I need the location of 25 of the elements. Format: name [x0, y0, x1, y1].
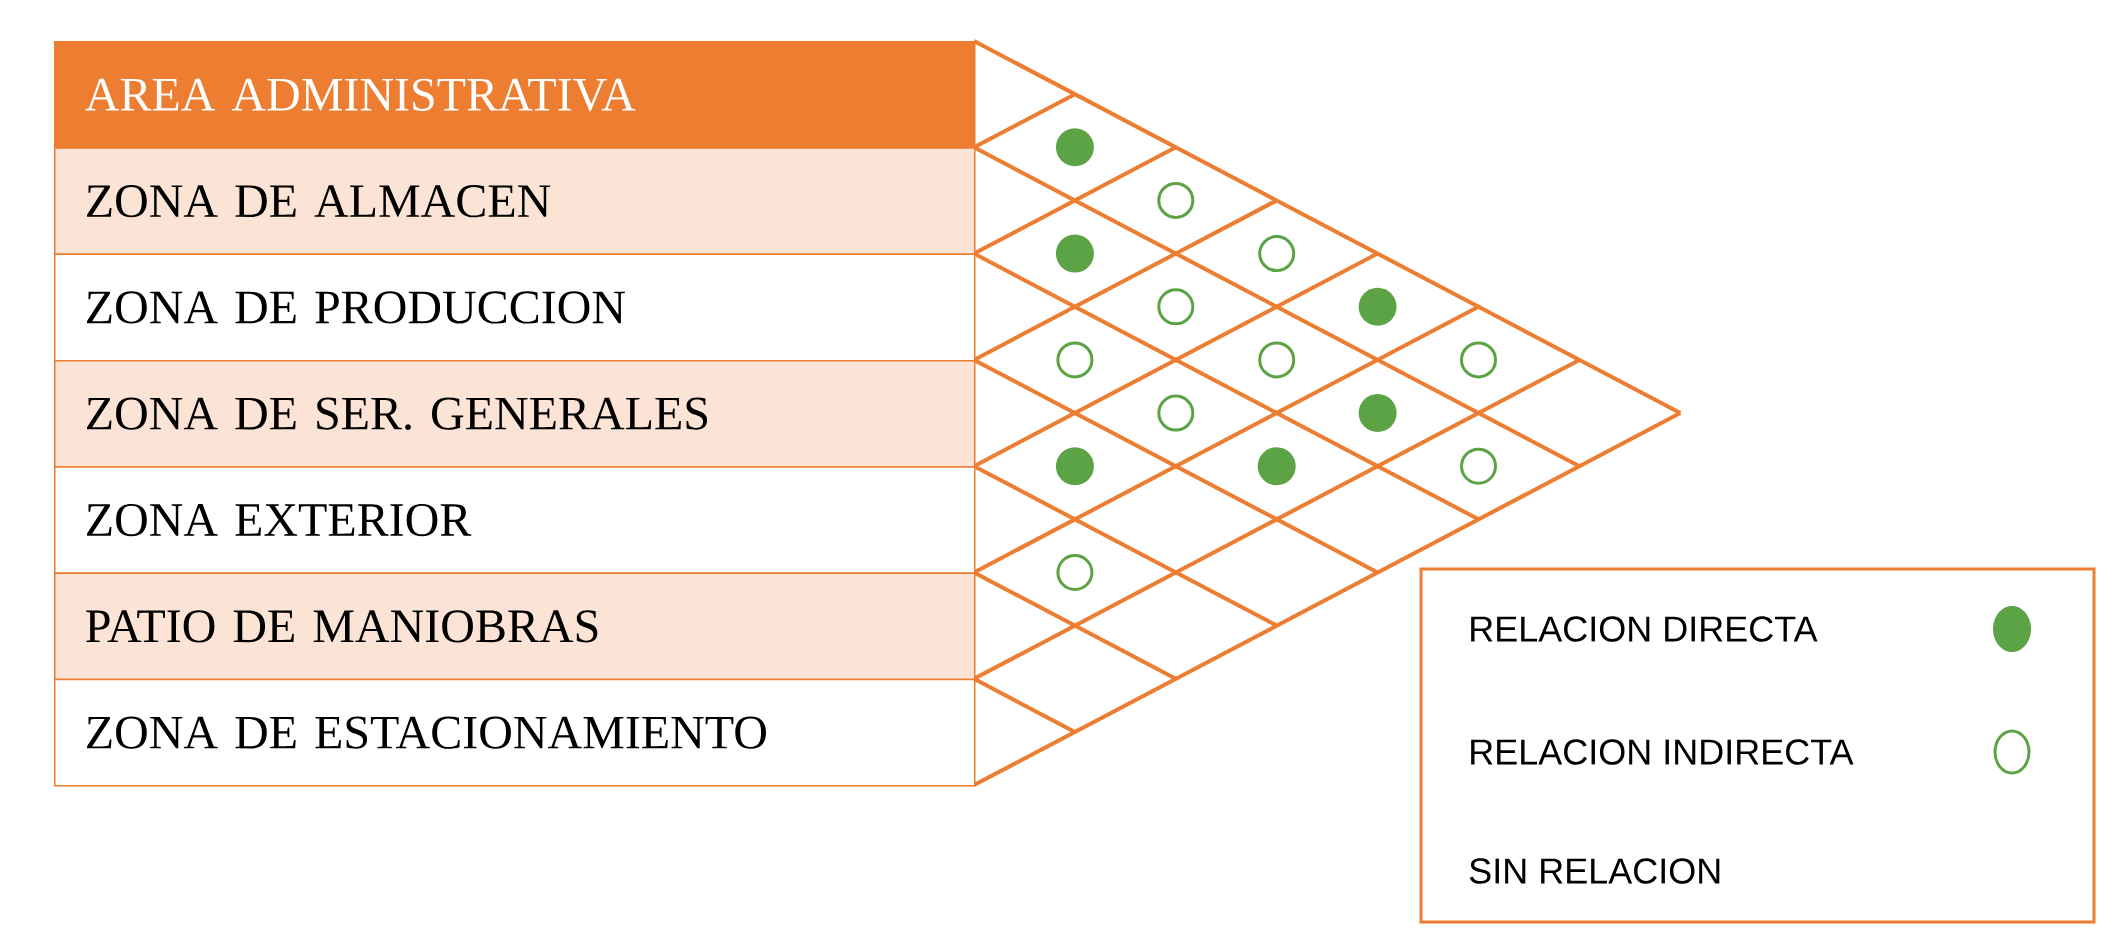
hollow-circle: [1258, 235, 1296, 273]
zone-row: ZONA DE PRODUCCION: [54, 253, 976, 362]
zone-row: ZONA EXTERIOR: [54, 466, 976, 574]
legend-label: SIN RELACION: [1469, 858, 1720, 884]
hollow-circle: [1056, 554, 1094, 591]
hollow-circle: [1258, 341, 1296, 379]
hollow-circle: [1157, 288, 1195, 326]
zone-row: PATIO DE MANIOBRAS: [54, 572, 976, 681]
zone-row: ZONA DE ALMACEN: [54, 147, 976, 256]
legend-label: RELACION DIRECTA: [1471, 616, 1818, 642]
filled-dot: [1257, 447, 1296, 486]
zone-row: ZONA DE ESTACIONAMIENTO: [54, 678, 976, 787]
filled-dot: [1358, 394, 1397, 433]
hollow-circle: [1157, 181, 1195, 219]
hollow-circle: [1460, 341, 1497, 379]
hollow-circle: [1460, 447, 1497, 485]
legend-label: RELACION INDIRECTA: [1471, 739, 1854, 765]
zone-row: ZONA DE SER. GENERALES: [54, 359, 976, 468]
filled-dot: [1055, 128, 1094, 167]
filled-dot: [1055, 234, 1094, 273]
filled-dot: [1358, 287, 1397, 326]
hollow-circle: [1056, 341, 1094, 379]
header-row: AREA ADMINISTRATIVA: [54, 41, 976, 149]
filled-dot: [1055, 447, 1094, 486]
hollow-circle: [1157, 394, 1195, 432]
